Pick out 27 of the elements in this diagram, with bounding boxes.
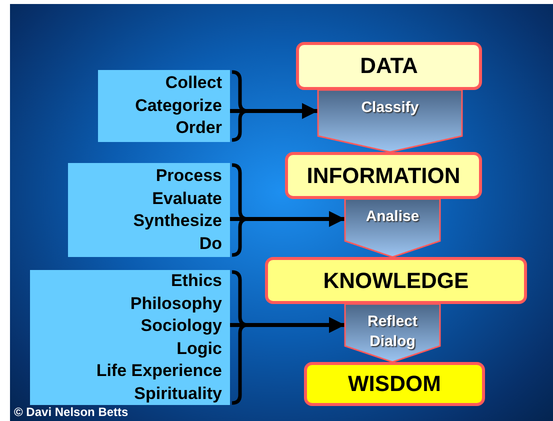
list-item-text: Order: [176, 117, 222, 140]
arrow: [230, 211, 345, 227]
level-box: DATA: [296, 42, 482, 90]
list-item-text: Categorize: [135, 94, 222, 117]
list-item-text: Synthesize: [133, 210, 222, 232]
list-item-text: Process: [156, 165, 222, 187]
list-item-text: Do: [199, 232, 222, 254]
list-item-text: Ethics: [170, 270, 222, 292]
copyright-note: © Davi Nelson Betts: [14, 405, 128, 420]
list-item-text: Logic: [176, 338, 222, 360]
step-label: Classify: [318, 90, 462, 148]
arrow: [230, 317, 345, 333]
list-item-text: Sociology: [140, 315, 222, 337]
term-list-panel: [30, 270, 230, 405]
step-label: Reflect Dialog: [345, 304, 440, 362]
arrow: [230, 103, 318, 119]
level-box: WISDOM: [304, 362, 485, 406]
list-item-text: Philosophy: [130, 292, 222, 314]
term-list-panel: [98, 70, 230, 142]
level-box: KNOWLEDGE: [265, 257, 527, 304]
list-item-text: Evaluate: [152, 188, 222, 210]
list-item-text: Collect: [165, 72, 222, 94]
list-item-text: Life Experience: [96, 360, 222, 382]
term-list-panel: [68, 163, 230, 257]
step-label: Analise: [345, 199, 440, 255]
level-box: INFORMATION: [285, 152, 482, 199]
list-item-text: Spirituality: [134, 382, 222, 404]
